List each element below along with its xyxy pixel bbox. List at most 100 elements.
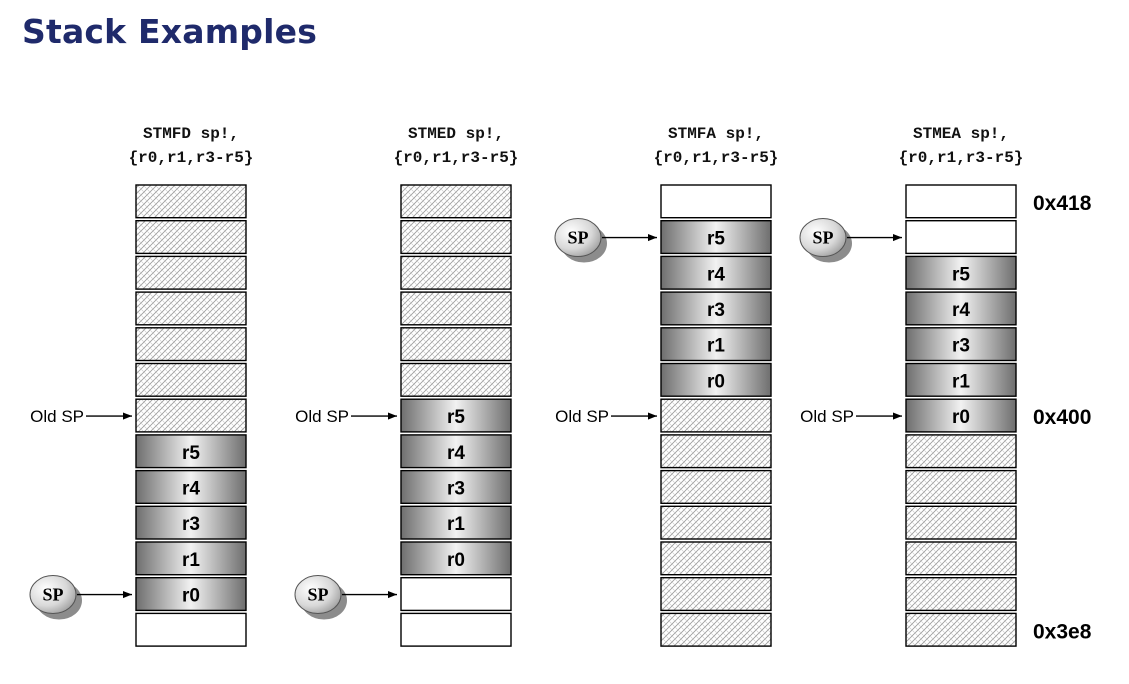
instruction-line: {r0,r1,r3-r5} <box>129 149 254 167</box>
used-slot <box>135 291 247 326</box>
empty-slot <box>905 219 1017 255</box>
address-label: 0x400 <box>1033 406 1091 429</box>
sp-label: SP <box>42 585 63 605</box>
register-label: r1 <box>447 514 465 535</box>
used-slot <box>905 612 1017 647</box>
used-slot <box>400 327 512 362</box>
used-slot <box>660 434 772 469</box>
used-slot <box>905 577 1017 612</box>
instruction-line: STMEA sp!, <box>913 125 1009 143</box>
instruction-line: STMFA sp!, <box>668 125 764 143</box>
register-slot <box>660 327 772 362</box>
used-slot <box>400 184 512 219</box>
instruction-line: {r0,r1,r3-r5} <box>394 149 519 167</box>
register-label: r1 <box>952 371 970 392</box>
register-slot <box>400 434 512 469</box>
register-label: r0 <box>182 586 200 607</box>
used-slot <box>135 398 247 433</box>
sp-bubble <box>554 218 602 258</box>
sp-pointer: SP <box>799 218 902 263</box>
register-label: r1 <box>707 336 725 357</box>
used-slot <box>905 505 1017 540</box>
old-sp-label: Old SP <box>555 407 609 426</box>
old-sp-label: Old SP <box>295 407 349 426</box>
register-label: r3 <box>707 300 725 321</box>
register-slot <box>135 541 247 576</box>
register-label: r1 <box>182 550 200 571</box>
sp-bubble <box>799 218 847 258</box>
register-slot <box>905 291 1017 326</box>
used-slot <box>135 327 247 362</box>
register-slot <box>135 469 247 505</box>
empty-slot <box>400 577 512 612</box>
used-slot <box>660 577 772 612</box>
register-label: r4 <box>447 443 465 464</box>
used-slot <box>905 469 1017 505</box>
used-slot <box>135 255 247 290</box>
register-label: r5 <box>707 229 725 250</box>
register-slot <box>400 398 512 433</box>
used-slot <box>660 541 772 576</box>
instruction-line: {r0,r1,r3-r5} <box>654 149 779 167</box>
used-slot <box>905 541 1017 576</box>
address-label: 0x3e8 <box>1033 620 1092 643</box>
sp-pointer: SP <box>29 575 132 620</box>
register-label: r4 <box>952 300 970 321</box>
register-slot <box>660 255 772 290</box>
register-slot <box>660 291 772 326</box>
sp-bubble <box>29 575 77 615</box>
sp-pointer: SP <box>294 575 397 620</box>
register-label: r4 <box>182 478 200 499</box>
register-slot <box>135 577 247 612</box>
empty-slot <box>660 184 772 219</box>
address-label: 0x418 <box>1033 192 1092 215</box>
register-label: r3 <box>447 478 465 499</box>
register-label: r5 <box>952 264 970 285</box>
register-slot <box>905 327 1017 362</box>
used-slot <box>660 612 772 647</box>
register-slot <box>905 362 1017 397</box>
register-slot <box>660 362 772 397</box>
empty-slot <box>135 612 247 647</box>
sp-label: SP <box>307 585 328 605</box>
instruction-line: {r0,r1,r3-r5} <box>899 149 1024 167</box>
empty-slot <box>400 612 512 647</box>
empty-slot <box>905 184 1017 219</box>
used-slot <box>135 362 247 397</box>
instruction-line: STMFD sp!, <box>143 125 239 143</box>
old-sp-label: Old SP <box>30 407 84 426</box>
instruction-line: STMED sp!, <box>408 125 504 143</box>
used-slot <box>135 219 247 255</box>
register-slot <box>400 505 512 540</box>
used-slot <box>660 469 772 505</box>
used-slot <box>400 255 512 290</box>
used-slot <box>660 398 772 433</box>
used-slot <box>135 184 247 219</box>
register-label: r0 <box>952 407 970 428</box>
sp-bubble <box>294 575 342 615</box>
used-slot <box>905 434 1017 469</box>
used-slot <box>400 219 512 255</box>
used-slot <box>400 291 512 326</box>
used-slot <box>400 362 512 397</box>
sp-pointer: SP <box>554 218 657 263</box>
register-slot <box>905 255 1017 290</box>
register-slot <box>400 469 512 505</box>
stack-stmea: STMEA sp!, {r0,r1,r3-r5} r5 r4 r3 r1 r0 Old SP S… <box>799 125 1024 647</box>
register-label: r4 <box>707 264 725 285</box>
page-title: Stack Examples <box>22 12 318 51</box>
stack-stmed: STMED sp!, {r0,r1,r3-r5} r5 r4 r3 r1 r0 Old SP S… <box>294 125 519 647</box>
register-slot <box>905 398 1017 433</box>
register-slot <box>135 434 247 469</box>
register-label: r3 <box>952 336 970 357</box>
register-label: r0 <box>707 371 725 392</box>
register-label: r0 <box>447 550 465 571</box>
old-sp-label: Old SP <box>800 407 854 426</box>
register-slot <box>135 505 247 540</box>
register-label: r5 <box>182 443 200 464</box>
register-slot <box>400 541 512 576</box>
register-label: r5 <box>447 407 465 428</box>
